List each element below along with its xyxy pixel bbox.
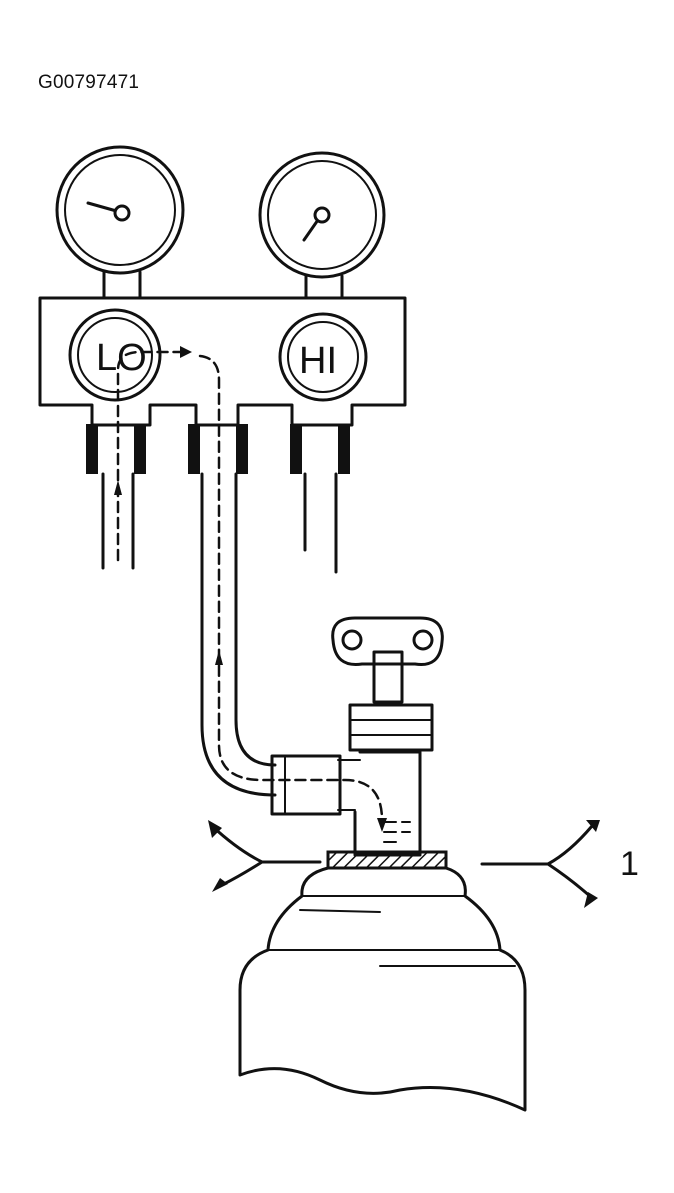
manifold-body (38, 296, 407, 427)
refrigerant-flow-path (114, 346, 387, 832)
can-tap-valve (270, 616, 444, 857)
callout-number: 1 (620, 845, 639, 883)
high-gauge-label: HI (299, 340, 337, 382)
charging-hose (200, 472, 277, 797)
high-gauge-pivot (313, 206, 331, 224)
low-gauge-pivot (113, 204, 131, 222)
hose-fittings (86, 424, 350, 474)
figure-id: G00797471 (38, 72, 140, 93)
low-side-hose (101, 472, 135, 570)
low-pressure-gauge (55, 145, 185, 275)
high-valve-knob: HI (278, 312, 368, 402)
refrigerant-can (238, 866, 527, 1112)
high-side-hose (303, 472, 338, 574)
low-valve-knob: LO (68, 308, 162, 402)
right-shake-arrow (480, 820, 600, 908)
left-shake-arrow (208, 820, 322, 892)
high-pressure-gauge (258, 151, 386, 279)
can-top-ring (326, 850, 448, 870)
